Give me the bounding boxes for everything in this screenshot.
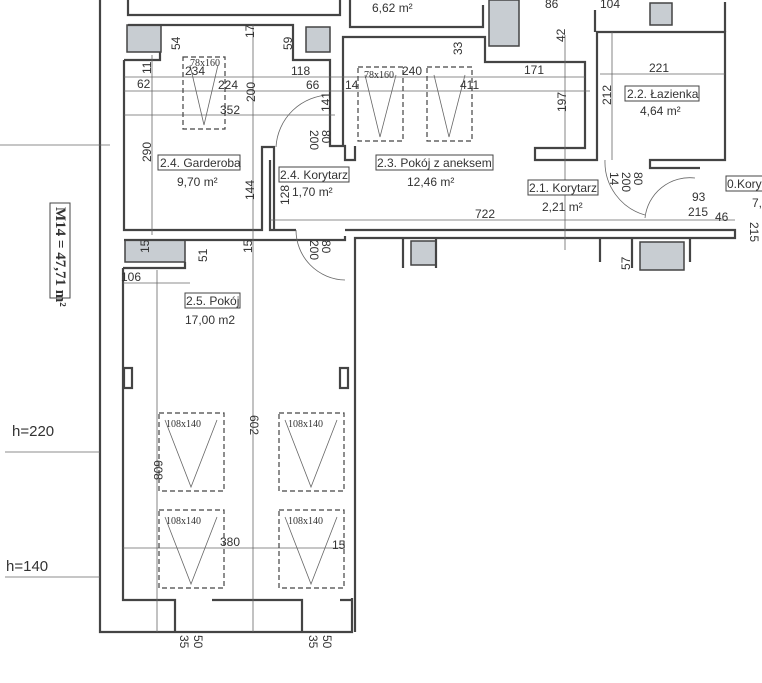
dimension: 51 [196, 248, 210, 262]
room-area-pokoj-z-aneksem: 12,46 m² [407, 175, 454, 189]
room-name-pokoj-25: 2.5. Pokój [186, 294, 239, 308]
dimension: 17 [243, 24, 257, 38]
room-area-korytarz-24: 1,70 m² [292, 185, 333, 199]
dimension: 200 [307, 240, 321, 260]
windows [158, 56, 473, 589]
room-area-lazienka: 4,64 m² [640, 104, 681, 118]
dimension: 141 [319, 92, 333, 112]
dimension: 80 [631, 172, 645, 186]
dimension: 118 [291, 64, 310, 78]
dimension: 128 [278, 185, 292, 205]
total-area: M14 = 47,71 m² [52, 207, 68, 307]
room-name-korytarz-24: 2.4. Korytarz [280, 168, 348, 182]
dimension-lines [0, 25, 735, 632]
height-140-label: h=140 [6, 558, 48, 575]
dimension-texts: 86 104 234 62 224 352 118 66 14 240 411 … [121, 0, 729, 552]
room-name-korytarz-21: 2.1. Korytarz [529, 181, 597, 195]
height-220-label: h=220 [12, 423, 54, 440]
dimension: 57 [619, 256, 633, 270]
dimension: 200 [244, 82, 258, 102]
room-area-korytarz-21: 2,21 m² [542, 200, 583, 214]
dimension: 197 [555, 92, 569, 112]
dimension: 62 [137, 77, 151, 91]
window-labels: 78x160 78x160 108x140 108x140 108x140 10… [166, 58, 394, 527]
room-name-garderoba: 2.4. Garderoba [160, 156, 241, 170]
room-name-pokoj-z-aneksem: 2.3. Pokój z aneksem [377, 156, 492, 170]
dimension: 15 [241, 239, 255, 253]
window-label: 108x140 [166, 516, 201, 527]
dimension: 14 [607, 172, 621, 186]
dimension: 14 [345, 78, 359, 92]
window-label: 108x140 [288, 419, 323, 430]
dimension: 240 [402, 64, 422, 78]
room-area-pokoj-25: 17,00 m2 [185, 313, 235, 327]
room-name-korytarz-0: 0.Kory [727, 177, 762, 191]
dimension: 144 [243, 180, 257, 200]
dimension: 80 [319, 240, 333, 254]
dimension: 15 [138, 239, 152, 253]
dimension: 200 [307, 130, 321, 150]
total-area-box: M14 = 47,71 m² [49, 202, 71, 307]
dimension: 50 [191, 635, 205, 649]
window-label: 78x160 [190, 58, 220, 69]
dimension: 66 [306, 78, 320, 92]
dimension: 212 [600, 85, 614, 105]
dimension: 234 [185, 64, 205, 78]
dimension: 215 [688, 205, 708, 219]
walls [98, 0, 737, 634]
dimension: 722 [475, 207, 495, 221]
dimension: 411 [460, 78, 479, 92]
dimension: 200 [619, 172, 633, 192]
dimension: 35 [177, 635, 191, 649]
dimension: 50 [320, 635, 334, 649]
window-label: 78x160 [364, 70, 394, 81]
dimension: 215 [747, 222, 761, 242]
dimension: 15 [332, 538, 346, 552]
room-labels: 2.4. Garderoba 9,70 m² 2.4. Korytarz 1,7… [157, 1, 762, 327]
window-label: 108x140 [166, 419, 201, 430]
dimension: 352 [220, 103, 240, 117]
dimension: 106 [121, 270, 141, 284]
vertical-dimension-texts: 54 17 59 33 42 11 200 141 197 212 290 14… [138, 24, 761, 648]
door-swings [275, 94, 696, 281]
dimension: 224 [218, 78, 238, 92]
dimension: 33 [451, 41, 465, 55]
room-area-top-partial: 6,62 m² [372, 1, 413, 15]
shaft-blocks [124, 0, 685, 271]
dimension: 86 [545, 0, 559, 11]
dimension: 59 [281, 36, 295, 50]
room-area-korytarz-0: 7, [752, 196, 762, 210]
dimension: 46 [715, 210, 729, 224]
dimension: 290 [140, 142, 154, 162]
dimension: 380 [220, 535, 240, 549]
dimension: 171 [524, 63, 544, 77]
dimension: 608 [151, 460, 165, 480]
dimension: 54 [169, 36, 183, 50]
room-area-garderoba: 9,70 m² [177, 175, 218, 189]
dimension: 221 [649, 61, 669, 75]
window-label: 108x140 [288, 516, 323, 527]
dimension: 104 [600, 0, 620, 11]
dimension: 93 [692, 190, 706, 204]
room-name-lazienka: 2.2. Łazienka [627, 87, 699, 101]
dimension: 80 [319, 130, 333, 144]
dimension: 42 [554, 28, 568, 42]
dimension: 11 [140, 61, 154, 74]
dimension: 602 [247, 415, 261, 435]
dimension: 35 [306, 635, 320, 649]
